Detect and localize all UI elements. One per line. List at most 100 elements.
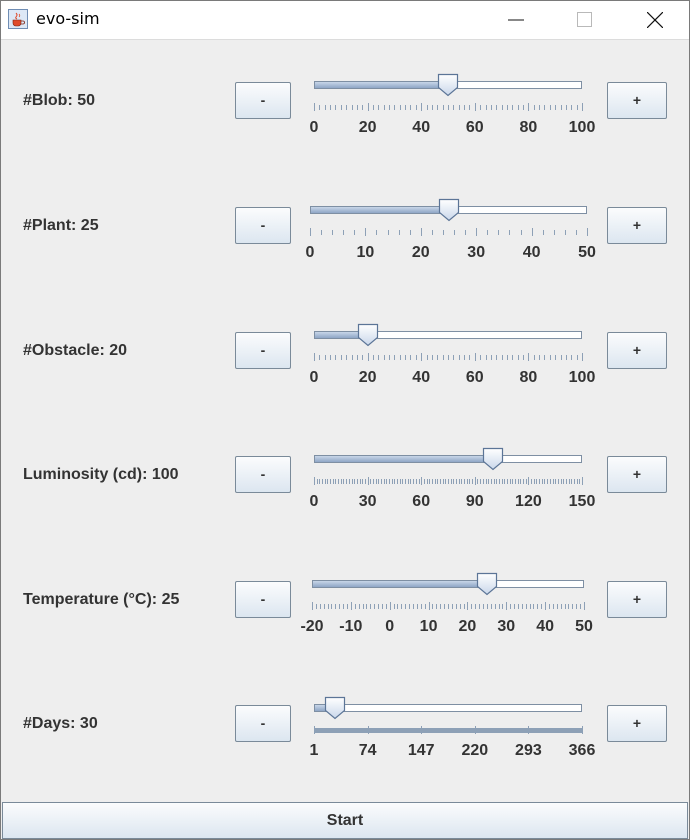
slider-tick [442, 105, 444, 110]
slider-tick [415, 728, 417, 733]
slider-tick [314, 726, 315, 734]
slider-tick [529, 728, 531, 733]
title-bar[interactable]: evo-sim [1, 1, 689, 40]
decrement-button[interactable]: - [235, 705, 291, 742]
slider-tick [587, 228, 588, 236]
slider-tick [480, 355, 482, 360]
slider-tick [340, 728, 342, 733]
slider-tick [381, 728, 383, 733]
slider-tick [565, 728, 567, 733]
slider-tick [565, 355, 567, 360]
slider-tick [566, 728, 568, 733]
increment-button[interactable]: + [607, 456, 667, 493]
slider-thumb[interactable] [482, 447, 504, 471]
increment-button[interactable]: + [607, 705, 667, 742]
decrement-button[interactable]: - [235, 581, 291, 618]
slider-tick-label: 366 [568, 742, 596, 759]
slider-tick [460, 728, 462, 733]
slider-tick [559, 728, 561, 733]
slider-tick [467, 602, 469, 610]
slider-tick [506, 728, 508, 733]
increment-button[interactable]: + [607, 82, 667, 119]
slider-tick [555, 728, 557, 733]
slider-tick [549, 728, 551, 733]
slider-tick [374, 728, 376, 733]
slider-tick [332, 728, 334, 733]
maximize-button[interactable] [562, 1, 608, 39]
slider-tick [314, 103, 315, 111]
slider-track[interactable] [312, 580, 584, 588]
slider-thumb[interactable] [324, 696, 346, 720]
decrement-button[interactable]: - [235, 207, 291, 244]
slider-tick [506, 105, 508, 110]
decrement-button[interactable]: - [235, 456, 291, 493]
close-button[interactable] [632, 1, 678, 39]
slider-tick [407, 728, 409, 733]
slider-tick [488, 479, 490, 484]
decrement-button[interactable]: - [235, 82, 291, 119]
slider-tick [535, 728, 537, 733]
slider-tick [429, 479, 431, 484]
slider-track[interactable] [314, 704, 582, 712]
slider-tick [467, 728, 469, 733]
slider-tick [542, 230, 544, 235]
slider-tick [366, 728, 368, 733]
increment-button[interactable]: + [607, 207, 667, 244]
slider-thumb[interactable] [476, 572, 498, 596]
slider-tick-label: 100 [568, 369, 596, 386]
increment-button[interactable]: + [607, 581, 667, 618]
slider-tick [515, 728, 517, 733]
slider-tick [421, 477, 423, 485]
slider-tick [405, 355, 407, 360]
decrement-button[interactable]: - [235, 332, 291, 369]
slider-tick [495, 728, 497, 733]
slider-tick [352, 728, 354, 733]
slider-thumb[interactable] [437, 73, 459, 97]
slider-tick [578, 728, 580, 733]
slider-tick [551, 728, 553, 733]
slider-tick [557, 728, 559, 733]
increment-button[interactable]: + [607, 332, 667, 369]
slider-tick [571, 728, 573, 733]
slider-thumb[interactable] [357, 323, 379, 347]
slider-tick [542, 728, 544, 733]
slider-tick [335, 479, 337, 484]
slider-tick [544, 105, 546, 110]
slider-tick [568, 728, 570, 733]
slider-tick [427, 728, 429, 733]
slider-track[interactable] [314, 331, 582, 339]
slider-tick [517, 728, 519, 733]
slider-tick [381, 479, 382, 484]
slider-tick [505, 728, 507, 733]
slider-tick [569, 728, 571, 733]
slider-tick [442, 728, 444, 733]
slider-tick [346, 728, 348, 733]
slider-tick [564, 728, 566, 733]
slider-tick [560, 728, 562, 733]
slider-tick [508, 728, 510, 733]
slider-tick [498, 604, 500, 609]
slider-tick [462, 728, 464, 733]
start-button[interactable]: Start [2, 802, 688, 839]
slider-tick [571, 105, 573, 110]
slider-tick [367, 353, 369, 361]
slider-tick [398, 230, 400, 235]
slider-track[interactable] [314, 455, 582, 463]
slider-thumb[interactable] [438, 198, 460, 222]
slider-tick [501, 355, 503, 360]
slider-tick [492, 728, 494, 733]
minimize-button[interactable] [493, 1, 539, 39]
slider-tick [318, 728, 320, 733]
slider-tick [481, 728, 483, 733]
slider-tick [455, 604, 457, 609]
slider-tick [411, 728, 413, 733]
slider-tick [501, 105, 503, 110]
slider-tick [398, 728, 400, 733]
